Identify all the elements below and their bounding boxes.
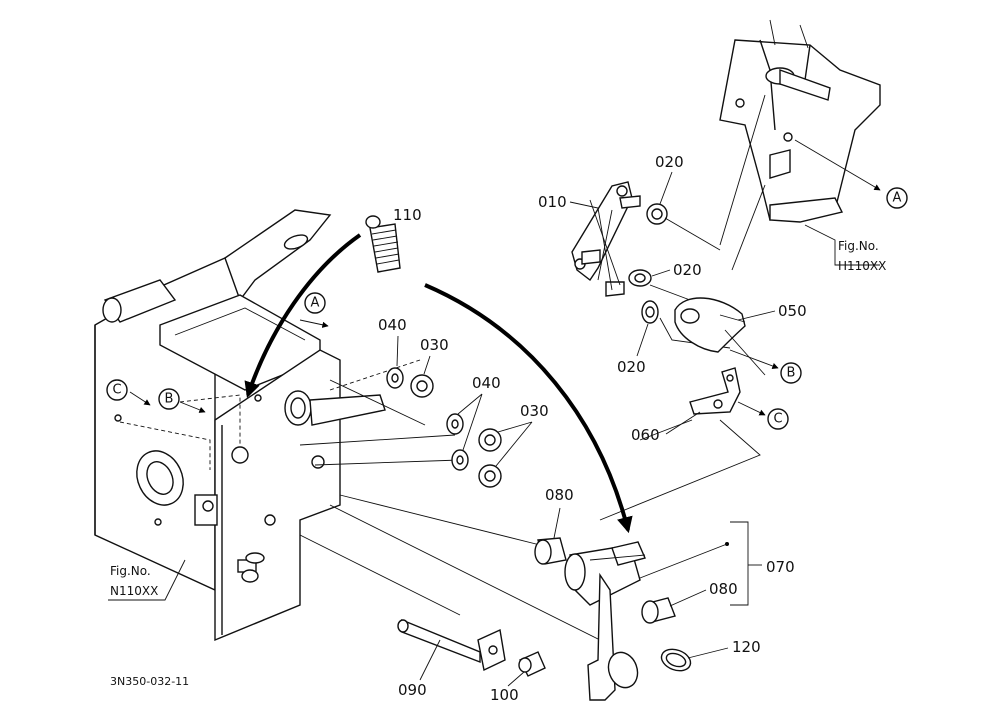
- svg-text:B: B: [787, 366, 796, 381]
- ref-arrow-c-left: [129, 391, 151, 406]
- svg-text:C: C: [773, 412, 782, 427]
- ref-arrow-a-right: [794, 139, 881, 191]
- svg-text:020: 020: [655, 153, 684, 171]
- callout-040-mid: 040: [457, 374, 501, 451]
- callout-120: 120: [687, 638, 761, 659]
- svg-text:N110XX: N110XX: [110, 584, 158, 598]
- callout-020-bottom: 020: [617, 323, 649, 376]
- drawing-number: 3N350-032-11: [110, 675, 189, 688]
- fig-ref-h110xx: Fig.No. H110XX: [838, 239, 886, 273]
- ref-circle-b-left: B: [158, 388, 180, 410]
- fig-ref-n110xx: Fig.No. N110XX: [108, 559, 186, 601]
- callout-060: 060: [631, 411, 701, 444]
- svg-text:A: A: [893, 191, 902, 206]
- part-070-pedal: [564, 541, 646, 701]
- part-060-lever: [599, 367, 761, 521]
- svg-text:080: 080: [545, 486, 574, 504]
- svg-text:070: 070: [766, 558, 795, 576]
- right-bracket-assembly: [719, 19, 881, 271]
- callout-080-top: 080: [545, 486, 574, 539]
- svg-text:040: 040: [472, 374, 501, 392]
- callout-100: 100: [490, 671, 525, 704]
- left-bracket-assembly: [94, 209, 601, 642]
- callout-020-top: 020: [655, 153, 684, 205]
- callout-020-mid: 020: [651, 261, 702, 279]
- svg-text:B: B: [165, 392, 174, 407]
- svg-text:A: A: [311, 296, 320, 311]
- svg-text:Fig.No.: Fig.No.: [838, 239, 879, 253]
- svg-text:080: 080: [709, 580, 738, 598]
- ref-arrow-b-left: [179, 401, 206, 413]
- svg-text:030: 030: [420, 336, 449, 354]
- part-050-cam: [674, 297, 766, 376]
- svg-text:120: 120: [732, 638, 761, 656]
- assembly-arrow-spring: [244, 233, 362, 399]
- part-090-pin: [397, 618, 506, 672]
- svg-text:030: 030: [520, 402, 549, 420]
- ref-arrow-a-left: [299, 319, 329, 328]
- callout-110: 110: [393, 206, 422, 224]
- svg-text:H110XX: H110XX: [838, 259, 886, 273]
- part-020-washers: [628, 203, 731, 349]
- svg-text:020: 020: [617, 358, 646, 376]
- ref-arrow-b-right: [729, 349, 779, 369]
- callout-070: 070: [639, 521, 795, 606]
- svg-text:020: 020: [673, 261, 702, 279]
- svg-text:100: 100: [490, 686, 519, 704]
- callout-050: 050: [737, 302, 807, 321]
- callout-010: 010: [538, 193, 613, 291]
- callout-040-top: 040: [378, 316, 407, 367]
- callout-030-top: 030: [420, 336, 449, 375]
- ref-circle-a-right: A: [886, 187, 908, 209]
- ref-arrow-c-right: [737, 401, 766, 416]
- part-100-bolt: [518, 651, 546, 677]
- assembly-arrow-pedal: [424, 283, 633, 534]
- svg-text:050: 050: [778, 302, 807, 320]
- svg-text:C: C: [112, 383, 121, 398]
- svg-text:Fig.No.: Fig.No.: [110, 564, 151, 578]
- part-110-spring: [365, 215, 401, 273]
- svg-text:110: 110: [393, 206, 422, 224]
- ref-circle-c-left: C: [106, 379, 128, 401]
- ref-circle-a-left: A: [304, 292, 326, 314]
- svg-text:060: 060: [631, 426, 660, 444]
- svg-text:010: 010: [538, 193, 567, 211]
- ref-circle-b-right: B: [780, 362, 802, 384]
- part-030-040-washers: [386, 367, 502, 488]
- callout-030-mid: 030: [495, 402, 549, 467]
- ref-circle-c-right: C: [767, 408, 789, 430]
- callout-080-bottom: 080: [669, 580, 738, 607]
- part-120-ring: [660, 648, 692, 672]
- part-080-spacers: [534, 537, 676, 624]
- svg-text:090: 090: [398, 681, 427, 699]
- svg-text:040: 040: [378, 316, 407, 334]
- callout-090: 090: [398, 639, 441, 699]
